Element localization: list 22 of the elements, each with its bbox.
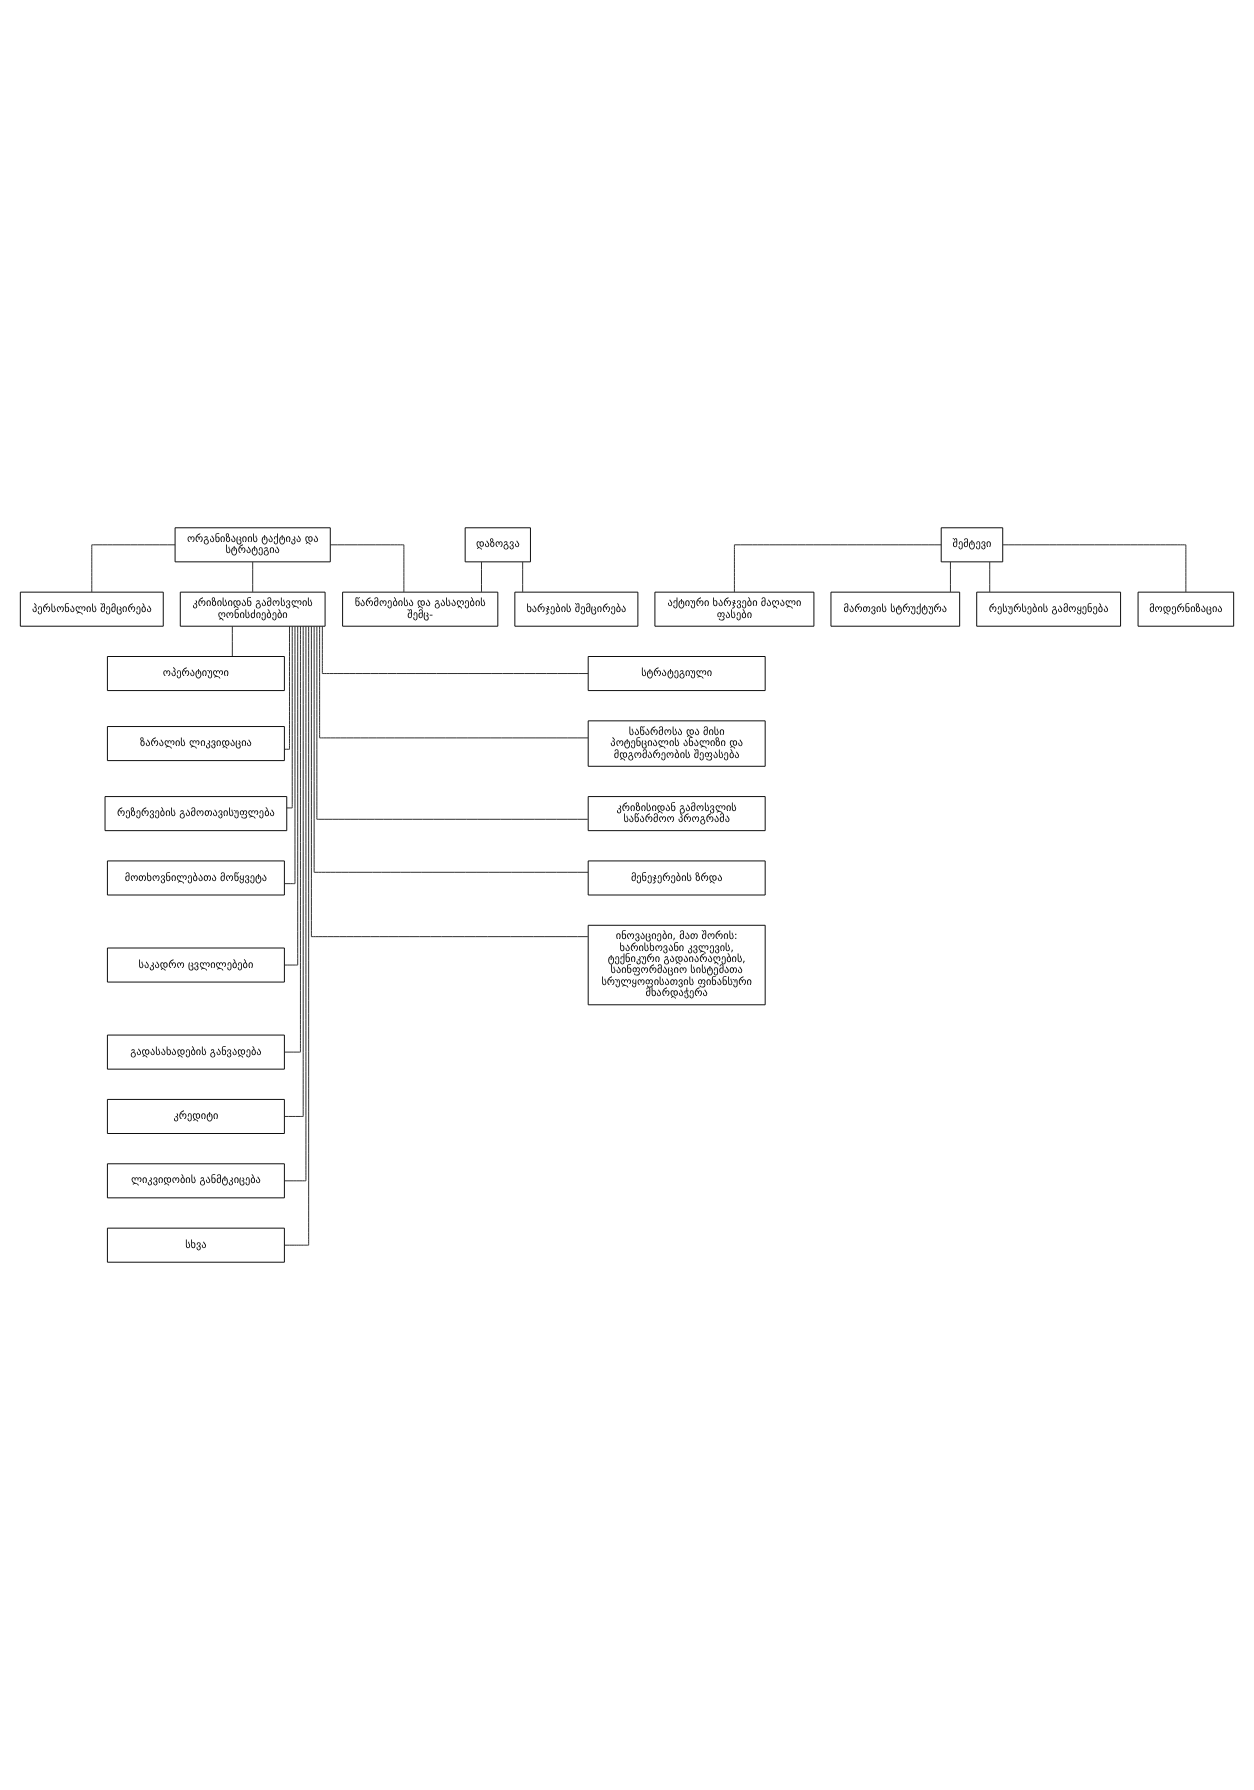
connector bbox=[283, 625, 307, 1182]
connector bbox=[283, 625, 299, 966]
connector bbox=[319, 625, 589, 739]
connector bbox=[91, 544, 176, 593]
connector bbox=[231, 625, 233, 657]
connector bbox=[330, 544, 405, 593]
connector bbox=[284, 625, 301, 1053]
connector bbox=[481, 561, 482, 593]
connector bbox=[316, 625, 589, 820]
connector bbox=[1002, 544, 1187, 593]
connector bbox=[949, 561, 951, 593]
connector bbox=[286, 626, 293, 809]
connector bbox=[321, 625, 589, 674]
connector bbox=[310, 625, 589, 938]
connector bbox=[284, 625, 304, 1117]
connector bbox=[284, 625, 290, 750]
connector bbox=[284, 625, 296, 885]
connector bbox=[733, 544, 942, 593]
connector bbox=[313, 625, 589, 873]
connector bbox=[252, 561, 254, 593]
connector bbox=[522, 561, 524, 593]
connector bbox=[989, 561, 991, 593]
